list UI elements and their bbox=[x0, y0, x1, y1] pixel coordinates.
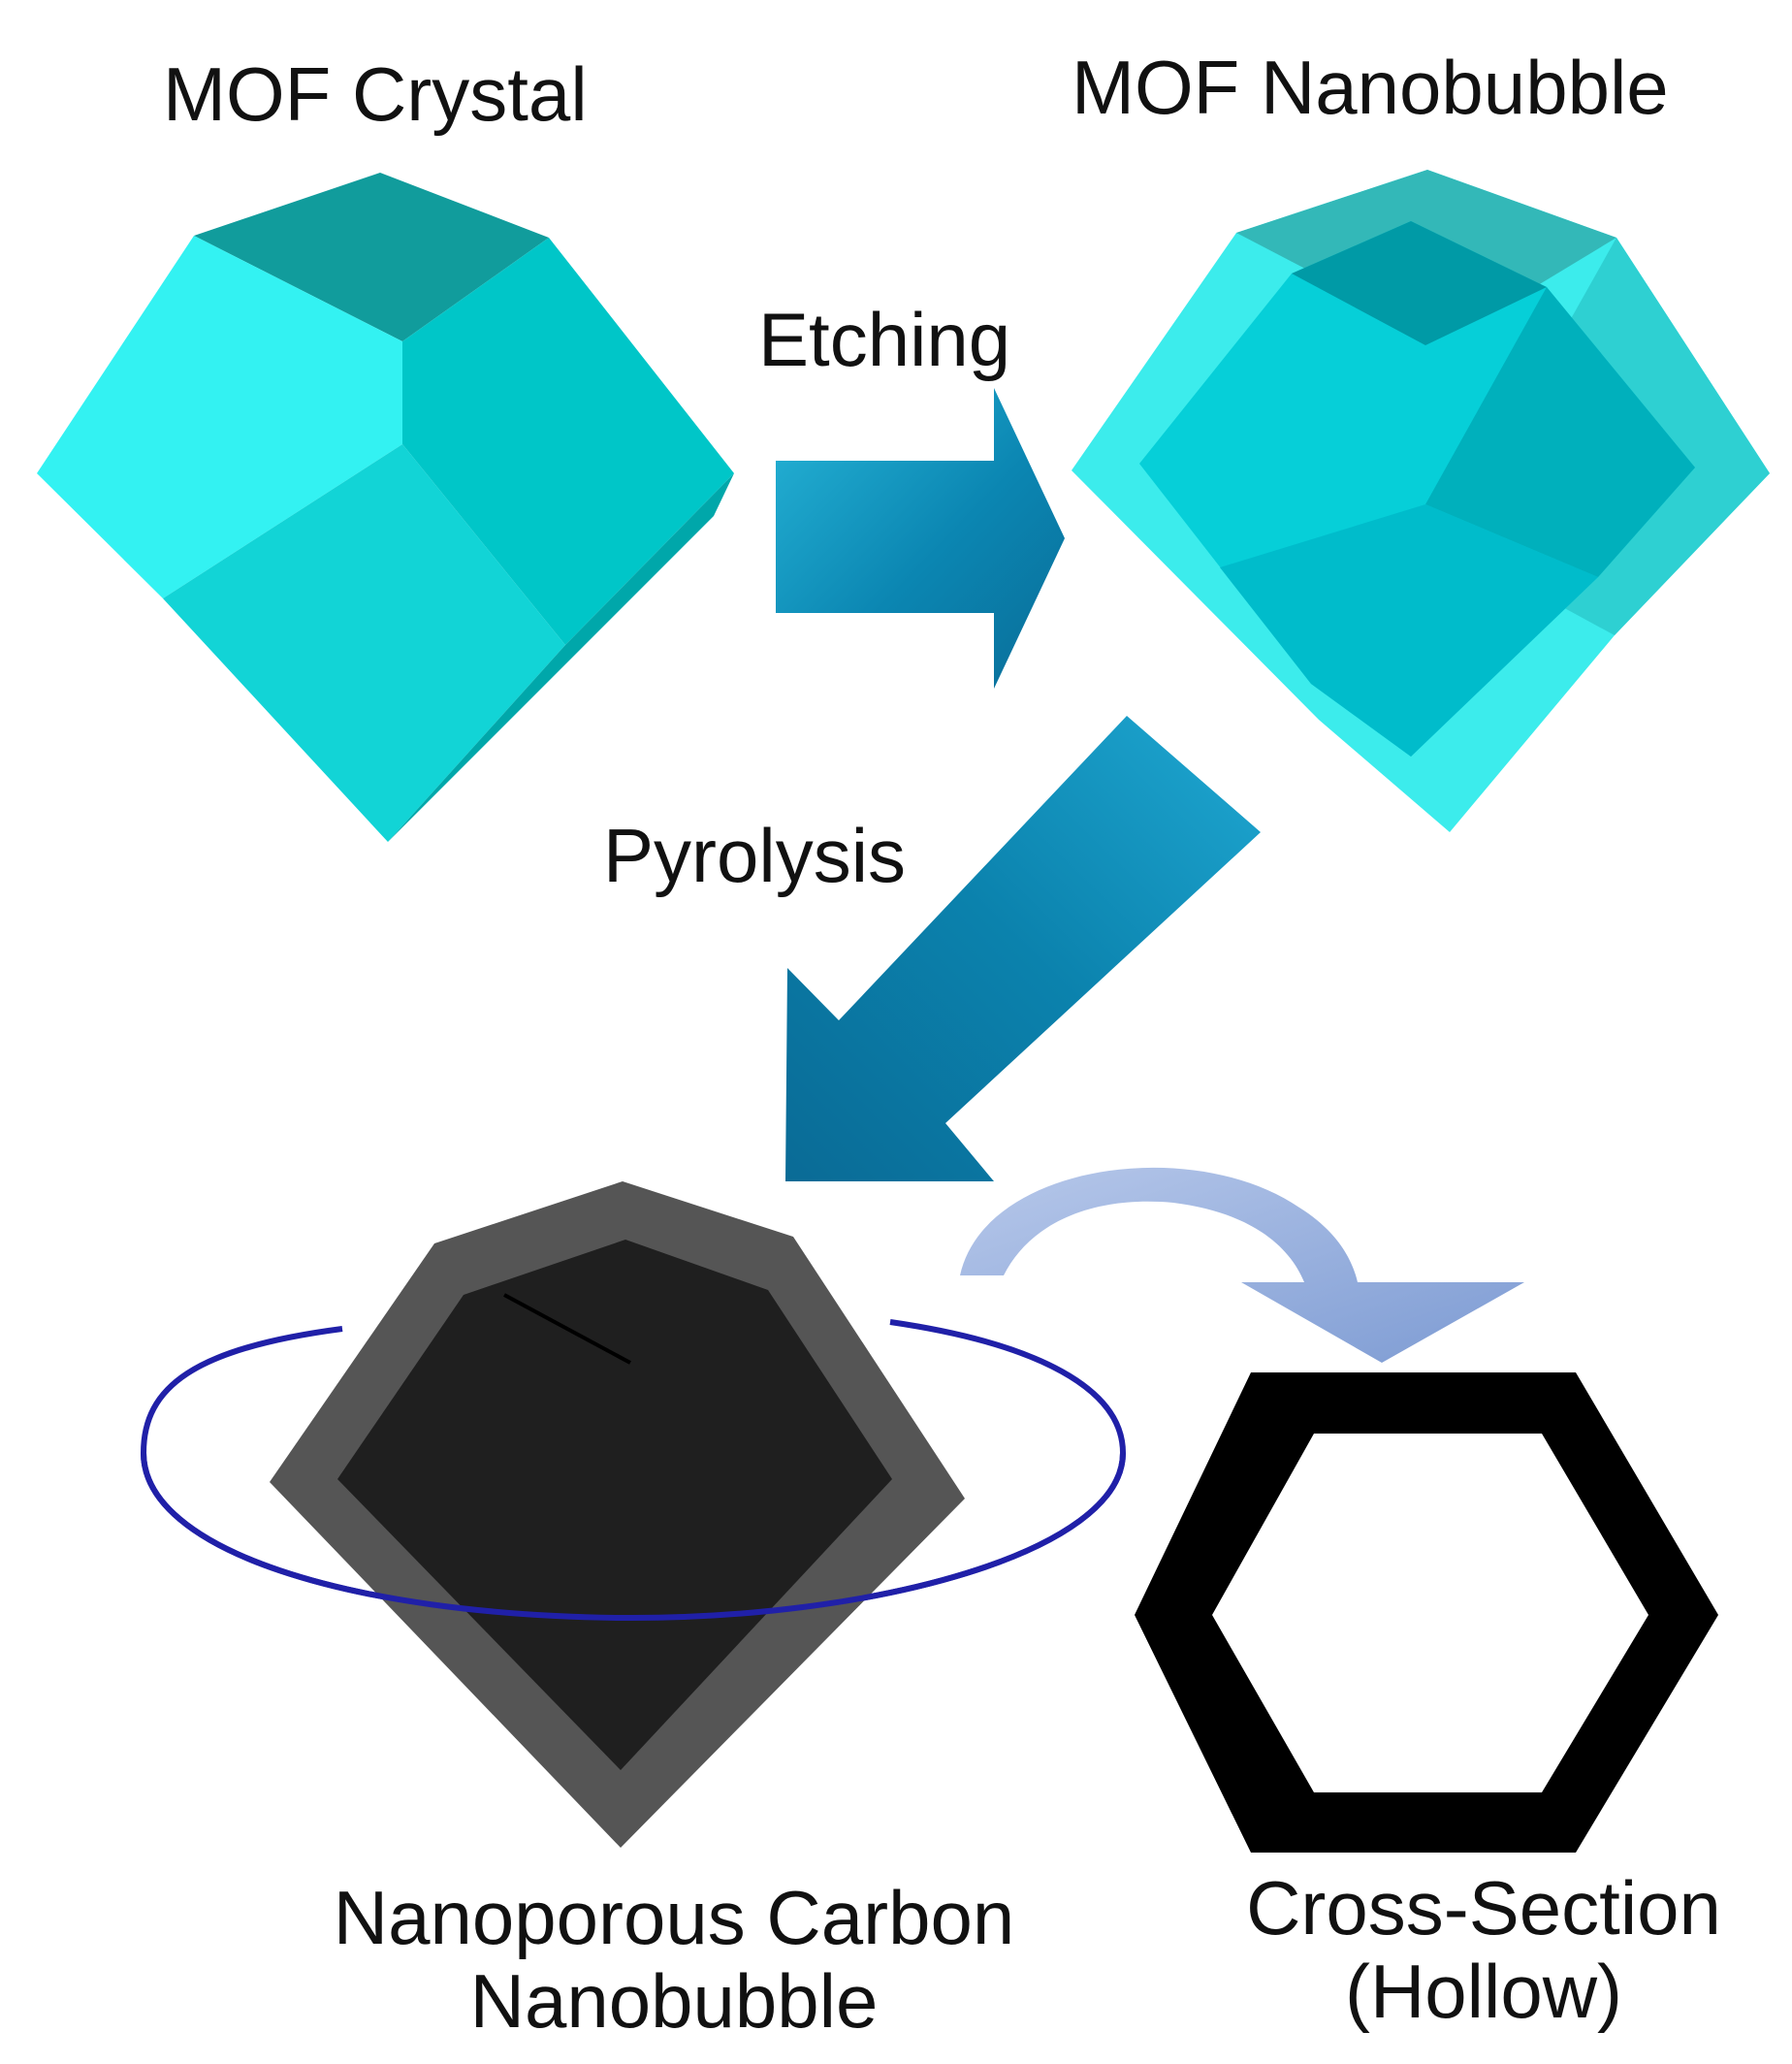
nanobubble-inner-right bbox=[1425, 287, 1695, 577]
cross-section-hexagon bbox=[1135, 1372, 1718, 1853]
crystal-face-left bbox=[37, 236, 402, 598]
mof-crystal-label: MOF Crystal bbox=[163, 51, 588, 137]
cross-section-label: Cross-Section (Hollow) bbox=[1212, 1865, 1755, 2034]
crystal-face-right bbox=[402, 238, 734, 645]
pyrolysis-arrow-body bbox=[785, 716, 1261, 1181]
etching-label: Etching bbox=[758, 297, 1011, 382]
pyrolysis-label: Pyrolysis bbox=[603, 813, 907, 898]
mof-nanobubble-label: MOF Nanobubble bbox=[1072, 45, 1669, 130]
mof-crystal-shape bbox=[37, 173, 734, 842]
carbon-label-line2: Nanobubble bbox=[469, 1957, 879, 2044]
crystal-face-bottom-right bbox=[388, 473, 734, 842]
nanobubble-inner-top bbox=[1292, 221, 1547, 345]
etching-arrow bbox=[776, 388, 1065, 689]
crystal-face-top bbox=[194, 173, 549, 341]
cross-label-line2: (Hollow) bbox=[1344, 1948, 1623, 2034]
mof-nanobubble-shape bbox=[1072, 170, 1770, 832]
carbon-nanobubble-label: Nanoporous Carbon Nanobubble bbox=[301, 1875, 1047, 2044]
carbon-crack bbox=[503, 1293, 631, 1365]
crystal-face-bottom bbox=[163, 444, 565, 842]
nanobubble-inner-bottom bbox=[1220, 504, 1598, 757]
curved-arrow bbox=[960, 1167, 1524, 1363]
orbit-ring-front bbox=[141, 1452, 1126, 1622]
carbon-inner-core bbox=[337, 1240, 892, 1770]
carbon-label-line1: Nanoporous Carbon bbox=[333, 1875, 1015, 1960]
carbon-nanobubble-shape bbox=[270, 1181, 965, 1848]
cross-label-line1: Cross-Section bbox=[1246, 1865, 1721, 1951]
